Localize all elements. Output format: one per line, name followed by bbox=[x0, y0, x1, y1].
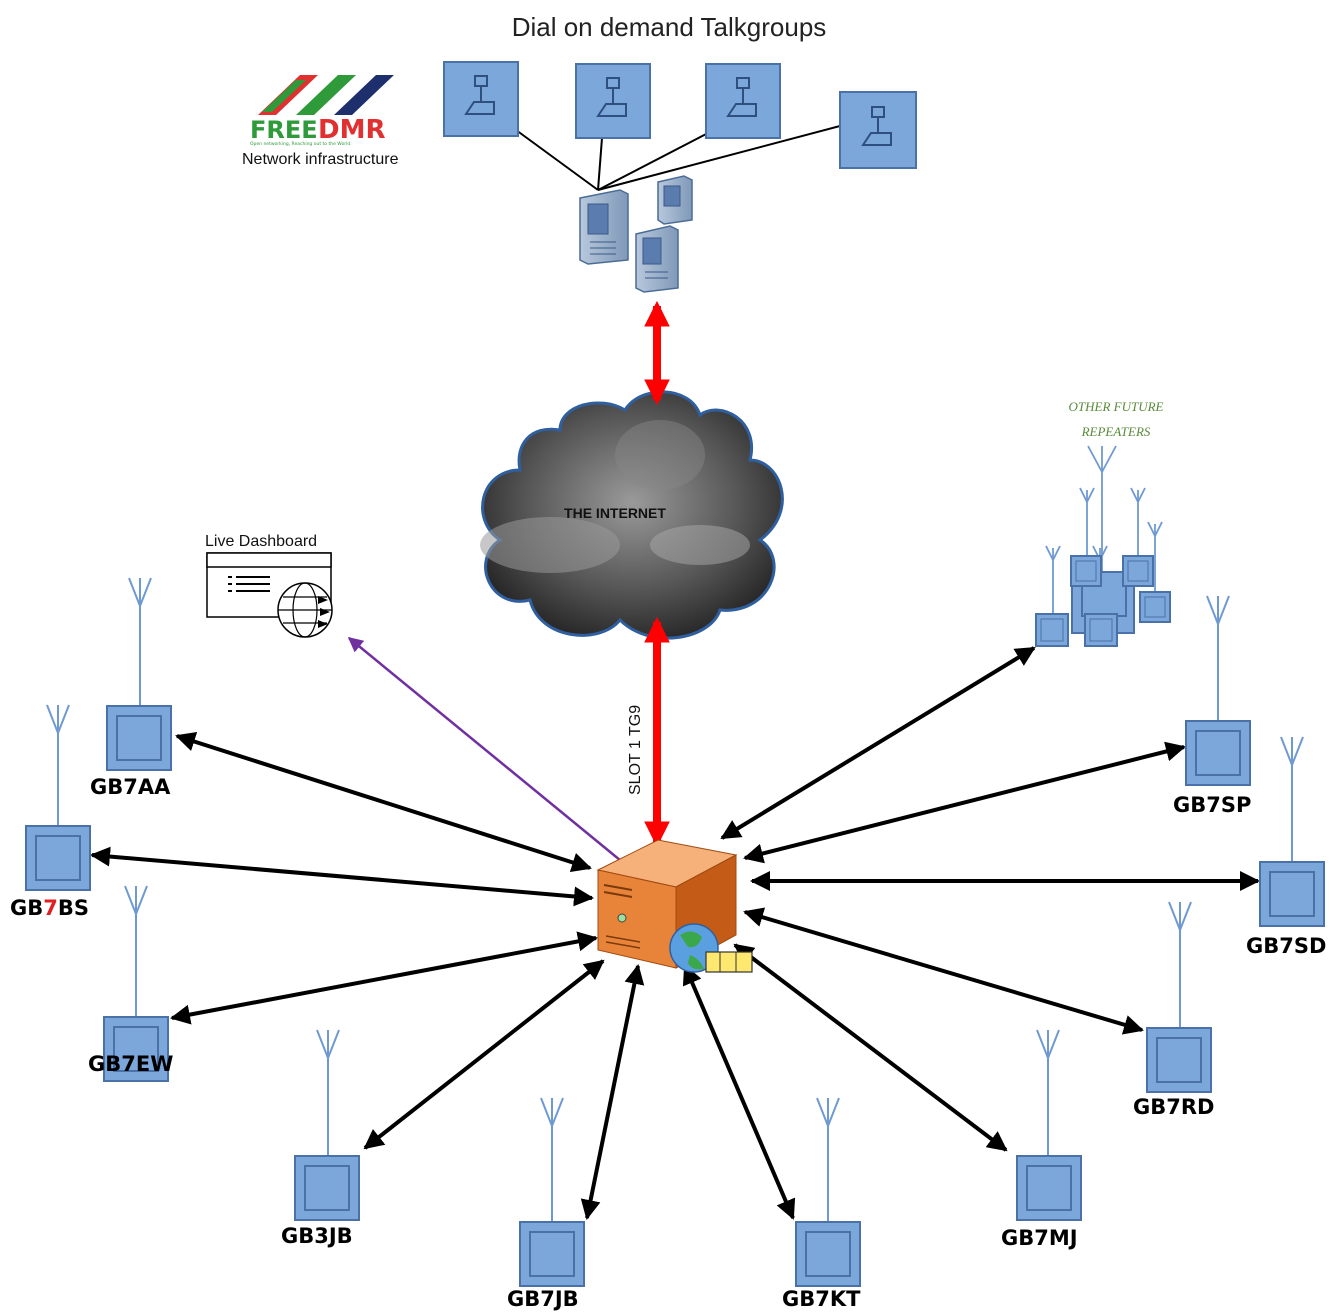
hub-server-icon bbox=[596, 839, 753, 973]
repeater-node-gb7mj bbox=[1016, 1029, 1082, 1221]
repeater-label-gb7bs: GB7BS bbox=[10, 896, 89, 920]
repeater-labels: GB7AA GB7BS GB7EW GB3JB GB7JB GB7KT GB7M… bbox=[10, 775, 1326, 1311]
dashboard-label: Live Dashboard bbox=[205, 533, 317, 550]
repeater-node-gb7sd bbox=[1259, 736, 1325, 927]
internet-label: THE INTERNET bbox=[564, 505, 666, 521]
antenna-icon bbox=[816, 1097, 840, 1222]
future-label-line2: REPEATERS bbox=[1081, 424, 1151, 439]
repeater-label-gb7ew: GB7EW bbox=[88, 1052, 173, 1076]
repeater-label-gb7rd: GB7RD bbox=[1133, 1095, 1214, 1119]
repeater-label-gb7mj: GB7MJ bbox=[1001, 1226, 1078, 1250]
repeater-label-gb7kt: GB7KT bbox=[782, 1287, 861, 1311]
gb7bs-prefix: GB bbox=[10, 896, 43, 920]
repeater-node-gb7kt bbox=[795, 1097, 861, 1287]
talkgroup-node-icon bbox=[443, 61, 519, 137]
talkgroup-node-icon bbox=[705, 63, 781, 139]
talkgroup-links bbox=[515, 125, 841, 191]
antenna-icon bbox=[128, 577, 152, 706]
antenna-icon bbox=[124, 885, 148, 1017]
repeater-node-gb7rd bbox=[1146, 901, 1212, 1093]
repeater-node-gb7aa bbox=[106, 577, 172, 771]
future-label-line1: OTHER FUTURE bbox=[1069, 399, 1164, 414]
repeater-box-inner bbox=[35, 835, 81, 881]
antenna-icon bbox=[540, 1097, 564, 1222]
repeater-box-inner bbox=[113, 1026, 159, 1072]
repeater-box-inner bbox=[116, 715, 162, 761]
repeater-box-inner bbox=[304, 1165, 350, 1211]
talkgroup-icons bbox=[443, 61, 917, 169]
repeater-node-gb7sp bbox=[1185, 595, 1251, 786]
server-rack-icons bbox=[579, 175, 693, 293]
antenna-icon bbox=[1168, 901, 1192, 1028]
talkgroup-node-icon bbox=[839, 91, 917, 169]
logo-dmr-text: DMR bbox=[318, 115, 385, 145]
repeater-label-gb3jb: GB3JB bbox=[281, 1224, 353, 1248]
repeater-label-gb7jb: GB7JB bbox=[507, 1287, 579, 1311]
repeater-box-inner bbox=[805, 1231, 851, 1277]
antenna-icon bbox=[1206, 595, 1230, 721]
live-dashboard: Live Dashboard bbox=[205, 533, 333, 638]
repeater-label-gb7sd: GB7SD bbox=[1246, 934, 1326, 958]
logo-tagline: Open networking, Reaching out to the Wor… bbox=[250, 141, 352, 147]
future-repeaters-cluster: OTHER FUTURE REPEATERS bbox=[1035, 399, 1171, 647]
repeater-node-gb7ew bbox=[103, 885, 169, 1082]
antenna-icon bbox=[1036, 1029, 1060, 1156]
gb7bs-suffix: BS bbox=[58, 896, 89, 920]
diagram-title: Dial on demand Talkgroups bbox=[512, 12, 827, 42]
repeater-label-gb7aa: GB7AA bbox=[90, 775, 171, 799]
repeater-node-gb7jb bbox=[519, 1097, 585, 1287]
repeaters-layer bbox=[25, 577, 1325, 1287]
antenna-icon bbox=[46, 704, 70, 826]
antenna-icon bbox=[316, 1029, 340, 1156]
freedmr-logo: FREE DMR Open networking, Reaching out t… bbox=[242, 75, 399, 168]
repeater-box-inner bbox=[1269, 871, 1315, 917]
repeater-links bbox=[90, 646, 1260, 1220]
repeater-node-gb7bs bbox=[25, 704, 91, 891]
repeater-box-inner bbox=[1026, 1165, 1072, 1211]
network-infrastructure-label: Network infrastructure bbox=[242, 151, 399, 168]
repeater-box-inner bbox=[1156, 1037, 1202, 1083]
repeater-label-gb7sp: GB7SP bbox=[1173, 793, 1251, 817]
repeater-box-inner bbox=[529, 1231, 575, 1277]
antenna-icon bbox=[1280, 736, 1304, 862]
repeater-box-inner bbox=[1195, 730, 1241, 776]
dashboard-link bbox=[347, 637, 627, 866]
internet-cloud: THE INTERNET bbox=[480, 390, 784, 640]
talkgroup-node-icon bbox=[575, 63, 651, 139]
gb7bs-digit: 7 bbox=[43, 896, 58, 920]
slot-label: SLOT 1 TG9 bbox=[627, 705, 644, 795]
logo-free-text: FREE bbox=[250, 116, 318, 144]
repeater-node-gb3jb bbox=[294, 1029, 360, 1221]
